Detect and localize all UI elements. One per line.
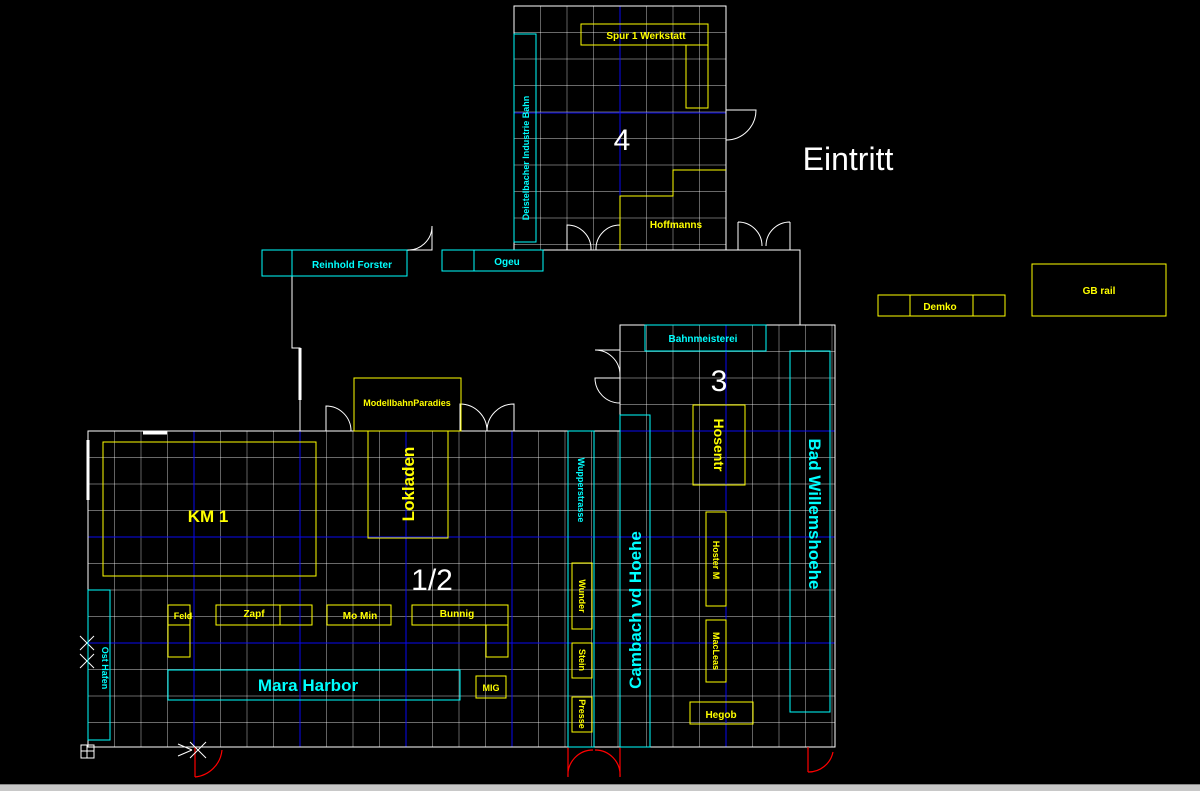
booth-hegob <box>689 701 754 725</box>
booth-lokladen <box>367 430 449 539</box>
bad-willemshoehe-label: Bad Willemshoehe <box>805 439 824 590</box>
booth-mig <box>475 675 507 699</box>
exit-doors <box>194 747 834 778</box>
booth-wupperstrasse <box>567 430 595 748</box>
door <box>737 221 763 250</box>
door <box>325 405 352 432</box>
grid-lines <box>88 6 835 747</box>
mara-harbor-label: Mara Harbor <box>258 676 359 695</box>
stein-label: Stein <box>577 649 587 671</box>
exit-door <box>567 747 594 778</box>
hoster-m-label: Hoster M <box>711 541 721 580</box>
booth-km1 <box>102 441 317 577</box>
status-bar <box>0 784 1200 791</box>
booth-spur1 <box>580 23 709 46</box>
booth-macleas <box>705 619 727 683</box>
door <box>725 109 757 141</box>
bahnmeisterei-label: Bahnmeisterei <box>669 334 738 345</box>
booth-feld <box>167 604 191 626</box>
door <box>405 225 433 251</box>
booth-mo-min <box>326 604 392 626</box>
mo-min-label: Mo Min <box>343 611 377 622</box>
booth-bad-willemshoehe <box>789 350 831 713</box>
hall-3-label: 3 <box>711 365 728 398</box>
hosentr-label: Hosentr <box>711 419 727 472</box>
booth-wunder <box>571 562 593 630</box>
booth-hosentr <box>692 404 746 486</box>
booth-stein <box>571 642 593 679</box>
booth-spur1-arm <box>685 45 709 109</box>
door <box>765 221 791 250</box>
door <box>594 377 621 404</box>
yellow-booths <box>102 23 1167 733</box>
exit-door <box>194 747 223 778</box>
booth-deistelbacher <box>513 33 537 243</box>
mig-label: MIG <box>483 683 500 693</box>
booth-ost-hafen <box>87 589 111 741</box>
booth-presse <box>571 696 593 733</box>
hegob-label: Hegob <box>705 710 736 721</box>
hoffmanns-label: Hoffmanns <box>650 220 703 231</box>
markers <box>79 635 207 759</box>
booth-bahnmeisterei <box>644 324 767 352</box>
gbrail-label: GB rail <box>1083 286 1116 297</box>
zapf-label: Zapf <box>243 609 265 620</box>
booth-hoster-m <box>705 511 727 607</box>
presse-label: Presse <box>577 699 587 729</box>
door <box>486 403 515 432</box>
hall-4-label: 4 <box>614 124 631 157</box>
door <box>595 224 621 251</box>
hall-3-outline <box>619 324 836 748</box>
modellbahn-label: ModellbahnParadies <box>363 398 451 408</box>
corridor-wall-right <box>726 249 801 325</box>
booth-bunnig <box>411 604 509 626</box>
demko-label: Demko <box>923 302 956 313</box>
booth-mara-harbor <box>167 669 461 701</box>
spur1-label: Spur 1 Werkstatt <box>606 31 686 42</box>
exit-door <box>807 747 834 773</box>
reinhold-label: Reinhold Forster <box>312 260 392 271</box>
ogeu-label: Ogeu <box>494 257 520 268</box>
wunder-label: Wunder <box>577 579 587 613</box>
feld-label: Feld <box>174 611 193 621</box>
km1-label: KM 1 <box>188 507 229 526</box>
bunnig-label: Bunnig <box>440 609 474 620</box>
lokladen-label: Lokladen <box>399 447 418 522</box>
deistelbacher-label: Deistelbacher Industrie Bahn <box>521 96 531 221</box>
cyan-booths <box>87 33 831 748</box>
door <box>459 403 488 432</box>
wupperstrasse-label: Wupperstrasse <box>576 458 586 523</box>
macleas-label: MacLeas <box>711 632 721 670</box>
booth-demko <box>877 294 1006 317</box>
exit-door <box>594 747 621 778</box>
entrance-label: Eintritt <box>803 141 894 177</box>
door <box>566 224 592 251</box>
booth-cambach <box>619 414 651 748</box>
hall-12-label: 1/2 <box>411 564 453 597</box>
doors <box>325 109 791 432</box>
cambach-label: Cambach vd Hoehe <box>626 531 645 689</box>
ost-hafen-label: Ost Hafen <box>100 647 110 690</box>
booth-reinhold <box>261 249 408 277</box>
booth-zapf <box>215 604 313 626</box>
booth-ogeu <box>441 249 544 272</box>
booth-gbrail <box>1031 263 1167 317</box>
door <box>594 349 621 376</box>
booth-hoffmanns <box>619 169 726 250</box>
